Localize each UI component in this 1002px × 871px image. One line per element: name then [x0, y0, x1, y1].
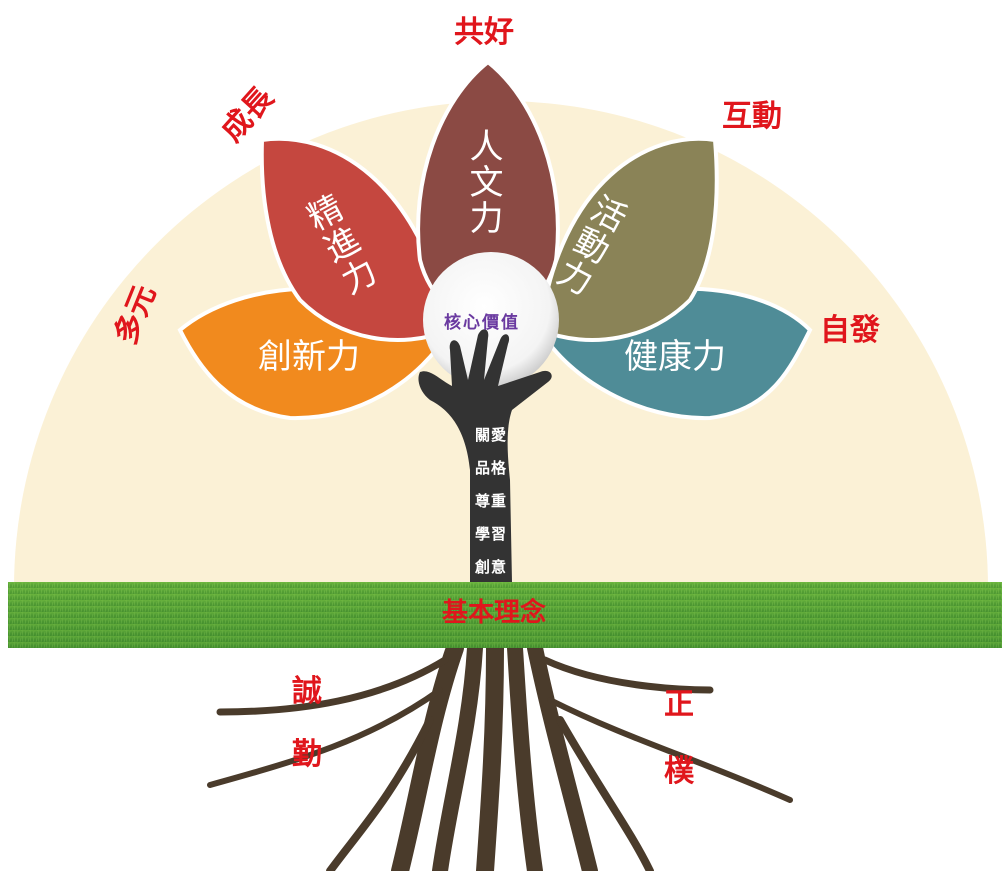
petal-activity: [537, 136, 719, 342]
trunk-value-4: 學習: [475, 525, 508, 543]
trunk-hand: [418, 329, 552, 582]
trunk-value-5: 創意: [475, 558, 508, 576]
ground-label: 基本理念: [442, 598, 547, 628]
roots: [207, 639, 793, 871]
petal-label-humanities: 人文力: [463, 128, 503, 236]
core-value-label: 核心價值: [444, 313, 520, 333]
outer-value-right: 自發: [820, 313, 880, 348]
trunk-value-2: 品格: [475, 459, 508, 477]
trunk-value-3: 尊重: [475, 492, 508, 510]
outer-value-upper-right: 互動: [722, 99, 782, 134]
root-value-left-bottom: 勤: [292, 737, 322, 772]
root-value-left-top: 誠: [292, 674, 322, 709]
petal-progress: [259, 136, 453, 342]
root-value-right-bottom: 樸: [664, 754, 694, 789]
petal-label-innovation: 創新力: [258, 337, 360, 377]
petal-label-health: 健康力: [624, 337, 726, 377]
outer-value-top: 共好: [454, 15, 514, 50]
trunk-value-1: 關愛: [475, 426, 508, 444]
root-value-right-top: 正: [664, 687, 694, 722]
